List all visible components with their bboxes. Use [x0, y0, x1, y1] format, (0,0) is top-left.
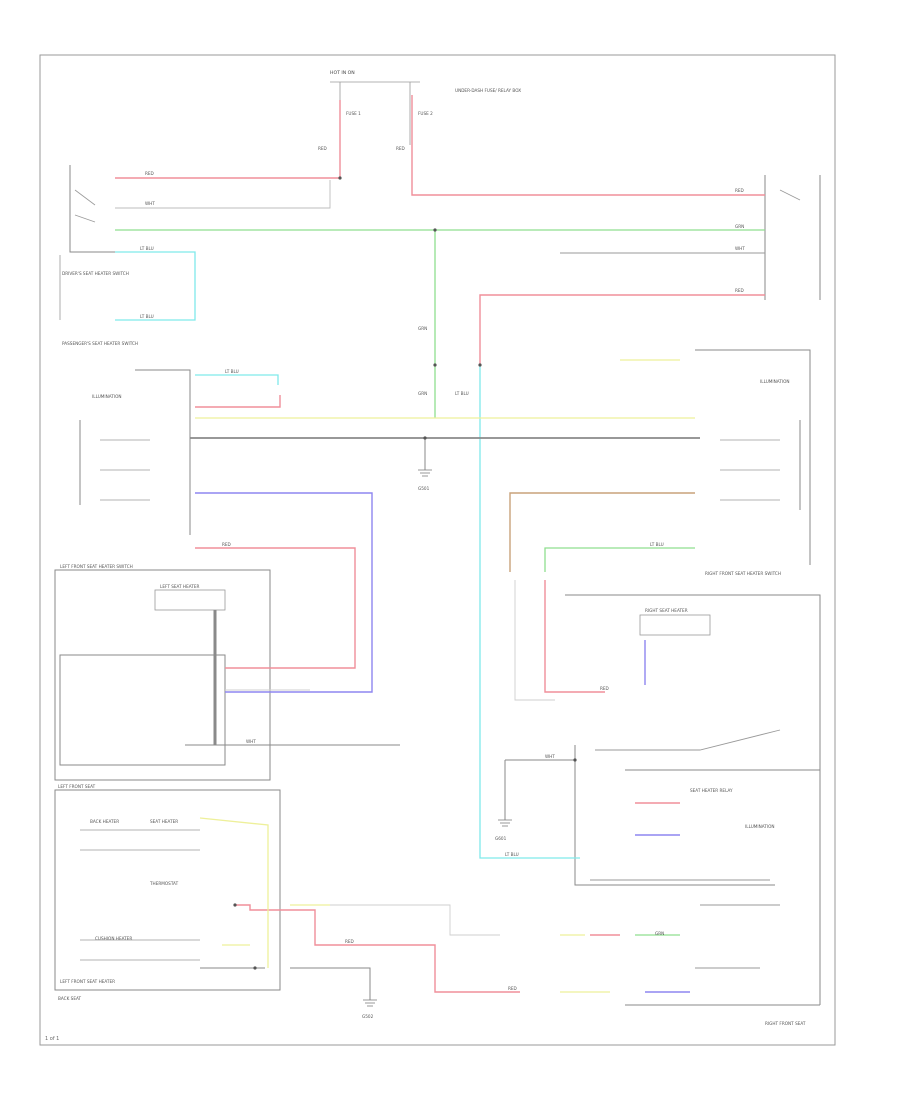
red-wire	[195, 395, 281, 408]
wire-label-red: RED	[345, 939, 354, 944]
label-seat-heater-relay: SEAT HEATER RELAY	[690, 788, 733, 793]
wire-label-lt-blu: LT BLU	[225, 369, 239, 374]
yellow-wire	[199, 817, 269, 968]
red-wire	[411, 95, 765, 196]
green-wire	[544, 547, 695, 572]
wire-label-red: RED	[396, 146, 405, 151]
label-back-seat: BACK SEAT	[58, 996, 82, 1001]
label-seat-heater: SEAT HEATER	[150, 819, 178, 824]
wire-label-red: RED	[735, 288, 744, 293]
red-wire	[544, 580, 605, 693]
label-g501: G501	[418, 486, 430, 491]
label-passenger-seat-heater-switch: PASSENGER'S SEAT HEATER SWITCH	[62, 341, 138, 346]
wire-label-lt-blu: LT BLU	[505, 852, 519, 857]
diagram-border	[39, 54, 836, 1046]
cyan-wire	[479, 365, 580, 859]
wire-label-red: RED	[735, 188, 744, 193]
red-wire	[479, 294, 765, 365]
wire-label-red: RED	[508, 986, 517, 991]
gray-wire	[514, 580, 555, 701]
red-wire	[235, 904, 520, 993]
label-g601: G601	[495, 836, 507, 841]
label-g502: G502	[362, 1014, 374, 1019]
component-outlines	[54, 81, 821, 1006]
label-driver-seat-heater-switch: DRIVER'S SEAT HEATER SWITCH	[62, 271, 129, 276]
label-left-front-seat: LEFT FRONT SEAT	[58, 784, 96, 789]
label-illumination-lower-right: ILLUMINATION	[745, 824, 775, 829]
gray-wire	[330, 904, 500, 936]
gray-wire	[595, 729, 781, 751]
gray-wires	[115, 180, 781, 1000]
junction-dots	[233, 176, 577, 970]
label-left-seat-heater: LEFT SEAT HEATER	[160, 584, 199, 589]
label-right-seat-heater: RIGHT SEAT HEATER	[645, 608, 688, 613]
wire-label-red: RED	[318, 146, 327, 151]
wire-label-lt-blu: LT BLU	[650, 542, 664, 547]
label-hot-in-on: HOT IN ON	[330, 70, 355, 76]
wire-label-wht: WHT	[545, 754, 555, 759]
wire-label-red: RED	[145, 171, 154, 176]
wire-label-lt-blu: LT BLU	[140, 314, 154, 319]
label-fuse-box: UNDER-DASH FUSE/ RELAY BOX	[455, 88, 521, 93]
gray-wire	[290, 967, 371, 1000]
label-thermostat: THERMOSTAT	[149, 881, 179, 886]
wire-label-lt-blu: LT BLU	[140, 246, 154, 251]
brown-wires	[509, 492, 695, 572]
cyan-wire	[115, 251, 196, 321]
wire-label-wht: WHT	[735, 246, 745, 251]
red-wire	[115, 100, 341, 179]
brown-wire	[509, 492, 695, 572]
label-cushion-heater: CUSHION HEATER	[95, 936, 132, 941]
green-wires	[115, 229, 765, 936]
wire-label-wht: WHT	[246, 739, 256, 744]
cyan-wires	[115, 251, 580, 859]
label-left-front-seat-heater-switch: LEFT FRONT SEAT HEATER SWITCH	[60, 564, 133, 569]
label-illumination-right: ILLUMINATION	[760, 379, 790, 384]
label-right-front-seat: RIGHT FRONT SEAT	[765, 1021, 806, 1026]
wire-label-lt-blu: LT BLU	[455, 391, 469, 396]
wire-label-red: RED	[222, 542, 231, 547]
label-illumination-left: ILLUMINATION	[92, 394, 122, 399]
blue-wire	[195, 492, 373, 693]
label-right-front-seat-heater-switch: RIGHT FRONT SEAT HEATER SWITCH	[705, 571, 781, 576]
red-wires	[115, 95, 765, 993]
cyan-wire	[195, 374, 279, 385]
label-back-heater: BACK HEATER	[90, 819, 119, 824]
label-left-front-seat-heater: LEFT FRONT SEAT HEATER	[60, 979, 115, 984]
wire-label-wht: WHT	[145, 201, 155, 206]
wire-label-grn: GRN	[735, 224, 744, 229]
yellow-wires	[195, 359, 695, 993]
wire-label-grn: GRN	[655, 931, 664, 936]
label-fuse-2: FUSE 2	[418, 111, 433, 116]
ground-symbols	[363, 469, 512, 1007]
red-wire	[195, 547, 356, 669]
label-fuse-1: FUSE 1	[346, 111, 361, 116]
page-footer: 1 of 1	[45, 1036, 59, 1042]
gray-wire	[115, 180, 331, 209]
wire-label-grn: GRN	[418, 326, 427, 331]
diagram-labels: HOT IN ON UNDER-DASH FUSE/ RELAY BOX FUS…	[58, 70, 806, 1026]
blue-wires	[195, 492, 690, 993]
wire-label-grn: GRN	[418, 391, 427, 396]
wire-label-red: RED	[600, 686, 609, 691]
